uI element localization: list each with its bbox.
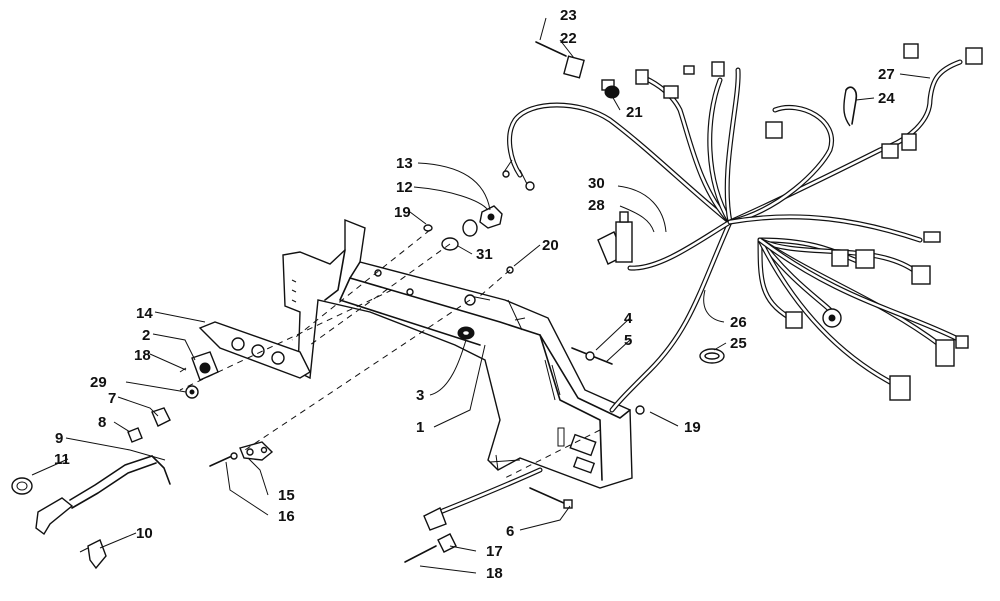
callout-24: 24 xyxy=(878,90,895,107)
grommet xyxy=(457,326,475,340)
callout-20: 20 xyxy=(542,237,559,254)
callout-6: 6 xyxy=(506,523,514,540)
callout-31: 31 xyxy=(476,246,493,263)
callout-15: 15 xyxy=(278,487,295,504)
console-bracket xyxy=(282,218,633,489)
callout-1: 1 xyxy=(416,419,424,436)
callout-26: 26 xyxy=(730,314,747,331)
callout-22: 22 xyxy=(560,30,577,47)
callout-27: 27 xyxy=(878,66,895,83)
callout-12: 12 xyxy=(396,179,413,196)
callout-29: 29 xyxy=(90,374,107,391)
callout-4: 4 xyxy=(624,310,633,327)
callout-9: 9 xyxy=(55,430,63,447)
callout-18-lower: 18 xyxy=(486,565,503,582)
bolt-5 xyxy=(571,347,613,365)
callout-19-lower: 19 xyxy=(684,419,701,436)
callout-28: 28 xyxy=(588,197,605,214)
sensor-plate xyxy=(209,441,274,467)
callout-10: 10 xyxy=(136,525,153,542)
callout-13: 13 xyxy=(396,155,413,172)
callout-3: 3 xyxy=(416,387,424,404)
callout-11: 11 xyxy=(54,451,70,468)
key-switch-assembly xyxy=(11,455,171,570)
alignment-lines xyxy=(179,229,601,479)
wire-harness xyxy=(507,59,963,413)
callout-8: 8 xyxy=(98,414,106,431)
callout-2: 2 xyxy=(142,327,150,344)
callout-17: 17 xyxy=(486,543,503,560)
callout-23: 23 xyxy=(560,7,577,24)
callout-16: 16 xyxy=(278,508,295,525)
harness-connectors xyxy=(502,41,983,401)
instrument-panel xyxy=(198,321,311,379)
nut-bushing-stack xyxy=(423,205,645,415)
callout-7: 7 xyxy=(108,390,116,407)
callout-14: 14 xyxy=(136,305,153,322)
callout-25: 25 xyxy=(730,335,747,352)
lower-wire-lead xyxy=(404,467,543,563)
switch-housing xyxy=(191,351,219,381)
leader-lines xyxy=(31,17,931,574)
callout-5: 5 xyxy=(624,332,632,349)
small-parts-left xyxy=(127,367,199,443)
callout-labels: 1 2 3 4 5 6 7 8 9 10 11 12 13 14 15 16 1… xyxy=(54,7,895,582)
callout-21: 21 xyxy=(626,104,643,121)
callout-19-upper: 19 xyxy=(394,204,411,221)
callout-30: 30 xyxy=(588,175,605,192)
bolt-6 xyxy=(529,487,573,509)
callout-18-upper: 18 xyxy=(134,347,151,364)
